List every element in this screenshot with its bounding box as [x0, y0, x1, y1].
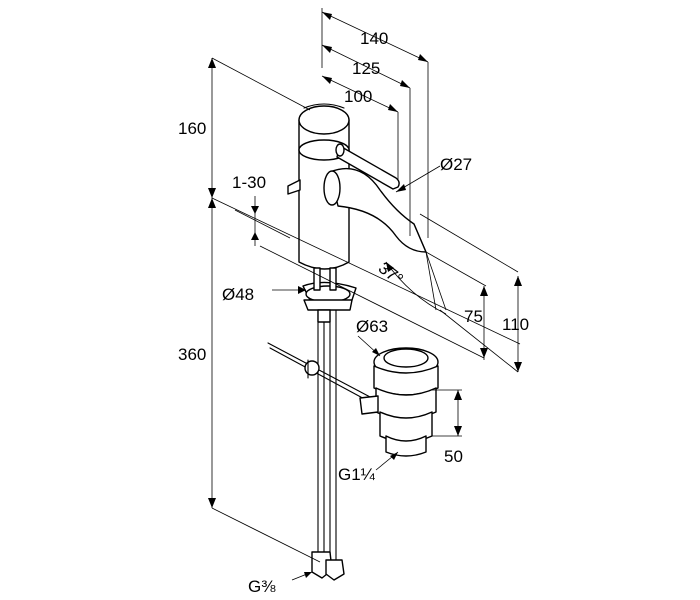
dim-angle-label: 37°	[375, 258, 407, 289]
dim-1-30-label: 1-30	[232, 173, 266, 192]
dim-waste-diameter-label: Ø63	[356, 317, 388, 336]
thread-waste-label: G1¼	[338, 465, 376, 484]
dim-125-label: 125	[352, 59, 380, 78]
mounting-base	[302, 267, 357, 323]
dimension-labels: 140 125 100 160 1-30 Ø27 Ø48 Ø63 360 37°…	[178, 29, 529, 596]
dim-100-label: 100	[344, 87, 372, 106]
dim-spout-diameter-label: Ø27	[440, 155, 472, 174]
thread-supply-label: G⅜	[248, 577, 276, 596]
dim-base-diameter-label: Ø48	[222, 285, 254, 304]
supply-hoses	[311, 299, 345, 581]
dim-75-label: 75	[464, 307, 483, 326]
dim-110-label: 110	[502, 315, 529, 334]
dim-160-label: 160	[178, 119, 206, 138]
dim-50-label: 50	[444, 447, 463, 466]
dimension-lines	[208, 8, 522, 581]
dim-360-label: 360	[178, 345, 206, 364]
popup-rod	[267, 342, 373, 403]
waste-valve	[359, 347, 439, 457]
faucet-body	[287, 103, 427, 270]
dim-140-label: 140	[360, 29, 388, 48]
